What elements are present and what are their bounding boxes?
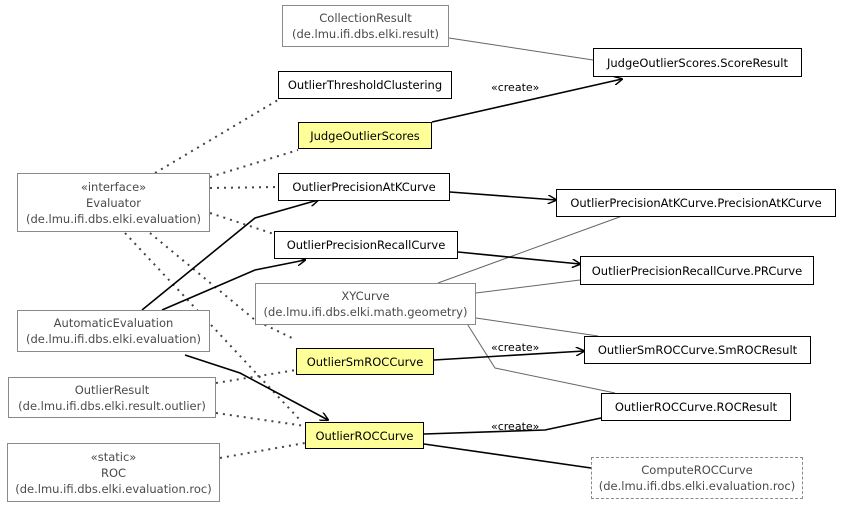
node-outlier-precision-recall-curve[interactable]: OutlierPrecisionRecallCurve	[274, 231, 458, 259]
node-smroc-result[interactable]: OutlierSmROCCurve.SmROCResult	[584, 336, 811, 364]
edge-judge-scoreresult	[431, 79, 622, 123]
edge-xycurve-to-prcurve	[475, 279, 581, 294]
node-collection-result[interactable]: CollectionResult (de.lmu.ifi.dbs.elki.re…	[282, 5, 449, 47]
edge-xycurve-to-smroc	[475, 317, 599, 337]
edge-outlierresult-roc	[215, 412, 306, 427]
node-title: OutlierThresholdClustering	[287, 78, 443, 92]
node-judge-outlier-scores[interactable]: JudgeOutlierScores	[298, 122, 432, 149]
edge-autoeval-precisionatk	[141, 200, 318, 311]
node-title: OutlierPrecisionAtKCurve.PrecisionAtKCur…	[570, 196, 822, 210]
node-outlier-result[interactable]: OutlierResult (de.lmu.ifi.dbs.elki.resul…	[8, 377, 216, 418]
node-title: AutomaticEvaluation	[53, 316, 174, 330]
node-package: (de.lmu.ifi.dbs.elki.evaluation)	[26, 332, 201, 346]
edge-evaluator-threshold	[154, 96, 284, 174]
edge-evaluator-precisionatk	[209, 186, 279, 189]
node-title: OutlierPrecisionRecallCurve.PRCurve	[591, 263, 803, 278]
node-roc-result[interactable]: OutlierROCCurve.ROCResult	[601, 393, 791, 421]
edge-roc-roc	[219, 442, 306, 459]
edge-label-create-smroc: «create»	[491, 341, 540, 354]
edge-autoeval-precisionrecall	[161, 260, 305, 311]
node-title: Evaluator	[86, 195, 141, 210]
edge-xycurve-to-precisionatk	[437, 214, 626, 284]
node-title: OutlierPrecisionAtKCurve	[292, 180, 436, 194]
node-pr-curve-result[interactable]: OutlierPrecisionRecallCurve.PRCurve	[580, 256, 814, 285]
edge-xycurve-to-rocresult	[465, 321, 616, 394]
node-judge-score-result[interactable]: JudgeOutlierScores.ScoreResult	[593, 48, 802, 77]
edge-precisionrecall-prcurve	[457, 251, 580, 264]
node-evaluator[interactable]: «interface» Evaluator (de.lmu.ifi.dbs.el…	[17, 173, 210, 232]
edge-roc-rocresult	[423, 415, 615, 435]
node-title: OutlierResult	[74, 382, 150, 397]
node-outlier-roc-curve[interactable]: OutlierROCCurve	[305, 422, 424, 449]
node-automatic-evaluation[interactable]: AutomaticEvaluation (de.lmu.ifi.dbs.elki…	[17, 310, 210, 352]
node-title: JudgeOutlierScores	[310, 128, 420, 143]
node-stereotype: «static»	[90, 449, 137, 464]
node-package: (de.lmu.ifi.dbs.elki.result.outlier)	[18, 398, 206, 413]
node-title: OutlierSmROCCurve	[306, 354, 424, 369]
edge-smroc-result	[433, 351, 584, 361]
node-title: XYCurve	[341, 289, 390, 303]
edge-label-create-roc: «create»	[491, 420, 540, 433]
node-title: OutlierROCCurve.ROCResult	[614, 400, 778, 414]
node-title: JudgeOutlierScores.ScoreResult	[607, 55, 788, 70]
node-package: (de.lmu.ifi.dbs.elki.evaluation)	[26, 211, 201, 226]
node-title: ComputeROCCurve	[641, 463, 753, 477]
node-package: (de.lmu.ifi.dbs.elki.evaluation.roc)	[15, 481, 212, 496]
node-package: (de.lmu.ifi.dbs.elki.evaluation.roc)	[598, 479, 796, 493]
node-title: OutlierSmROCCurve.SmROCResult	[597, 343, 798, 357]
edge-precisionatk-result	[449, 191, 556, 200]
edge-evaluator-precisionrecall	[209, 212, 275, 235]
edge-evaluator-roc	[124, 232, 301, 421]
edge-autoeval-roc	[184, 354, 328, 420]
node-title: ROC	[100, 465, 127, 480]
node-title: OutlierPrecisionRecallCurve	[286, 238, 446, 252]
edge-evaluator-judge	[209, 149, 299, 178]
edge-collection-to-scoreresult	[448, 37, 594, 61]
edge-roc-compute	[423, 443, 592, 469]
node-title: CollectionResult	[319, 11, 412, 25]
node-outlier-smroc-curve[interactable]: OutlierSmROCCurve	[296, 348, 434, 375]
node-xy-curve[interactable]: XYCurve (de.lmu.ifi.dbs.elki.math.geomet…	[255, 283, 476, 325]
node-stereotype: «interface»	[80, 179, 147, 194]
node-outlier-precision-atk-curve[interactable]: OutlierPrecisionAtKCurve	[278, 173, 450, 201]
node-roc[interactable]: «static» ROC (de.lmu.ifi.dbs.elki.evalua…	[7, 443, 220, 502]
node-compute-roc-curve[interactable]: ComputeROCCurve (de.lmu.ifi.dbs.elki.eva…	[591, 457, 803, 499]
node-precision-atk-curve-result[interactable]: OutlierPrecisionAtKCurve.PrecisionAtKCur…	[556, 189, 836, 217]
node-outlier-threshold-clustering[interactable]: OutlierThresholdClustering	[278, 71, 452, 99]
node-package: (de.lmu.ifi.dbs.elki.result)	[291, 27, 439, 41]
node-title: OutlierROCCurve	[315, 428, 414, 443]
node-package: (de.lmu.ifi.dbs.elki.math.geometry)	[263, 305, 468, 319]
edge-label-create-score: «create»	[491, 81, 540, 94]
